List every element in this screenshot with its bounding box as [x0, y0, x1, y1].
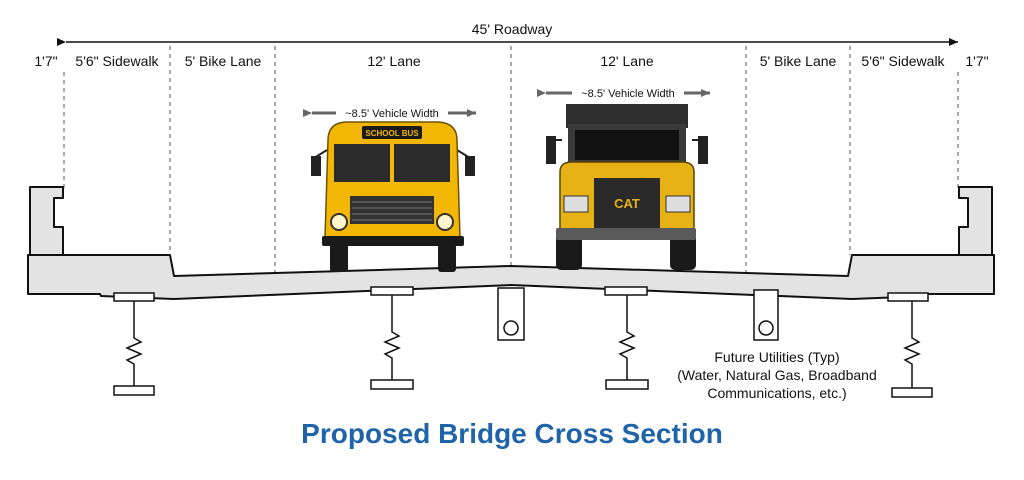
bearing-pad — [604, 286, 648, 296]
right-barrier — [958, 186, 993, 256]
truck-bumper — [556, 228, 696, 240]
truck-grille — [594, 178, 660, 230]
left-bike-lane-label: 5' Bike Lane — [185, 53, 262, 69]
footing — [113, 385, 155, 396]
bus-wheel — [438, 244, 456, 272]
utility-hanger — [497, 287, 525, 341]
lane-dividers — [63, 46, 959, 272]
pier-column-break — [125, 301, 143, 386]
bus-sign: SCHOOL BUS — [365, 129, 419, 138]
diagram-title: Proposed Bridge Cross Section — [301, 418, 723, 449]
lane-1-label: 12' Lane — [367, 53, 420, 69]
footing — [605, 379, 649, 390]
bus-width-label-bg — [336, 106, 448, 120]
bus-bumper — [322, 236, 464, 246]
footing — [891, 387, 933, 398]
school-bus-illustration: SCHOOL BUS — [311, 121, 475, 272]
bearing-pad — [887, 292, 929, 302]
pier-column-break — [903, 301, 921, 388]
truck-wheel — [556, 232, 582, 270]
utilities-note-line-1: Future Utilities (Typ) — [714, 349, 839, 365]
left-sidewalk-label: 5'6" Sidewalk — [75, 53, 159, 69]
utility-conduit — [758, 320, 774, 336]
pier-columns — [125, 295, 921, 388]
truck-width-label-bg — [572, 86, 684, 100]
bus-headlight — [436, 213, 454, 231]
left-barrier — [29, 186, 64, 256]
bus-mirror — [311, 156, 321, 176]
bus-width-label: ~8.5' Vehicle Width — [345, 108, 439, 120]
right-curb-label: 1'7" — [965, 53, 988, 69]
utilities-note-line-2: (Water, Natural Gas, Broadband — [677, 367, 876, 383]
truck-headlight — [563, 195, 589, 213]
utility-conduit — [503, 320, 519, 336]
truck-mirror — [546, 136, 556, 164]
bus-wheel — [330, 244, 348, 272]
roadway-label: 45' Roadway — [472, 21, 553, 37]
lane-2-label: 12' Lane — [600, 53, 653, 69]
bearing-pad — [370, 286, 414, 296]
utilities-note-line-3: Communications, etc.) — [707, 385, 846, 401]
truck-badge: CAT — [614, 196, 640, 211]
truck-headlight — [665, 195, 691, 213]
bearing-pad — [113, 292, 155, 302]
truck-windshield — [575, 130, 679, 160]
pier-column-break — [618, 295, 636, 380]
truck-wheel — [670, 232, 696, 270]
right-bike-lane-label: 5' Bike Lane — [760, 53, 837, 69]
pier-column-break — [383, 295, 401, 380]
bus-headlight — [330, 213, 348, 231]
footing — [370, 379, 414, 390]
dump-truck-illustration: CAT — [546, 104, 708, 270]
bus-mirror — [465, 156, 475, 176]
right-sidewalk-label: 5'6" Sidewalk — [861, 53, 945, 69]
left-curb-label: 1'7" — [34, 53, 57, 69]
truck-width-label: ~8.5' Vehicle Width — [581, 88, 675, 100]
truck-mirror — [698, 136, 708, 164]
